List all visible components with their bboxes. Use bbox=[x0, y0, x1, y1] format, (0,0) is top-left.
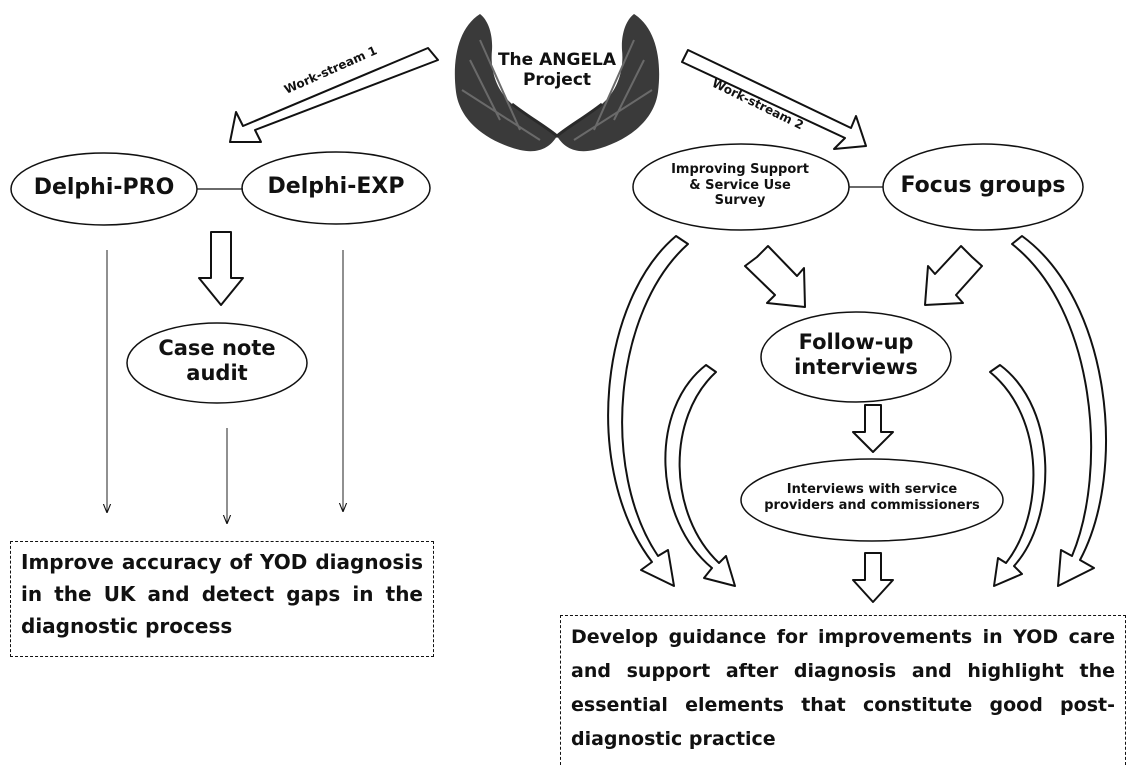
curved-arrow-followup-left bbox=[664, 364, 736, 587]
focus-groups-label: Focus groups bbox=[900, 173, 1066, 198]
outcome-right-box: Develop guidance for improvements in YOD… bbox=[560, 615, 1126, 765]
follow-up-interviews-label: Follow-up interviews bbox=[768, 330, 944, 380]
survey-line1: Improving Support bbox=[671, 162, 809, 177]
outcome-right-text: Develop guidance for improvements in YOD… bbox=[571, 626, 1115, 750]
diag-arrow-focus-to-followup bbox=[924, 245, 983, 306]
outcome-left-text: Improve accuracy of YOD diagnosis in the… bbox=[21, 550, 423, 638]
follow-up-interviews-node bbox=[760, 311, 952, 403]
workstream-1-arrow bbox=[229, 47, 439, 143]
curved-arrow-focus-outer bbox=[1011, 235, 1107, 587]
case-note-line2: audit bbox=[186, 361, 248, 386]
case-note-line1: Case note bbox=[158, 336, 276, 360]
follow-up-line1: Follow-up bbox=[798, 330, 914, 354]
outcome-left-box: Improve accuracy of YOD diagnosis in the… bbox=[10, 541, 434, 657]
interviews-service-label: Interviews with service providers and co… bbox=[744, 482, 1000, 513]
block-arrow-to-interviews-service bbox=[852, 404, 894, 453]
follow-up-line2: interviews bbox=[794, 355, 918, 380]
survey-line2: & Service Use bbox=[689, 177, 791, 193]
block-arrow-to-case-note bbox=[198, 231, 244, 306]
case-note-audit-label: Case note audit bbox=[132, 336, 302, 386]
interviews-service-line1: Interviews with service bbox=[786, 482, 958, 497]
survey-line3: Survey bbox=[714, 193, 766, 209]
project-title-line1: The ANGELA bbox=[497, 50, 617, 70]
project-title: The ANGELA Project bbox=[478, 50, 636, 91]
curved-arrow-followup-right bbox=[989, 364, 1047, 587]
block-arrow-to-guidance bbox=[852, 552, 894, 603]
workstream-2-arrow bbox=[681, 49, 867, 150]
interviews-service-line2: providers and commissioners bbox=[764, 497, 980, 513]
survey-label: Improving Support & Service Use Survey bbox=[640, 162, 840, 209]
delphi-exp-label: Delphi-EXP bbox=[267, 174, 405, 199]
delphi-pro-label: Delphi-PRO bbox=[33, 175, 175, 200]
curved-arrow-survey-outer bbox=[607, 235, 689, 587]
interviews-service-node bbox=[740, 458, 1004, 542]
project-title-line2: Project bbox=[522, 70, 592, 91]
hands-logo bbox=[454, 14, 660, 152]
diag-arrow-survey-to-followup bbox=[744, 245, 806, 308]
delphi-exp-node bbox=[241, 151, 431, 225]
case-note-audit-node bbox=[126, 322, 308, 404]
